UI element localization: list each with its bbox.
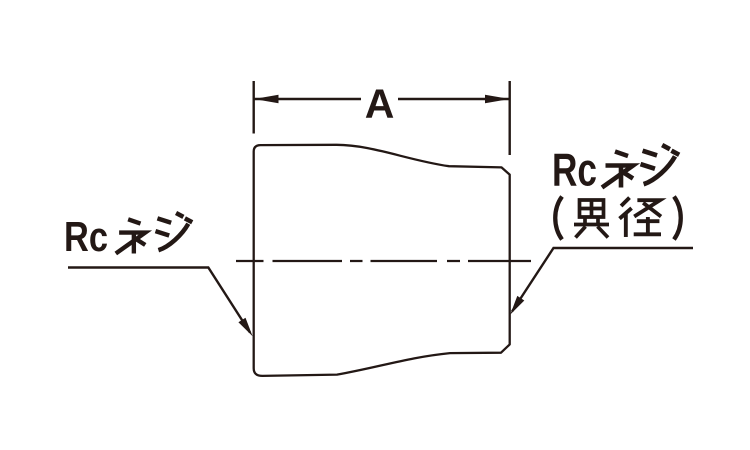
right-thread-label-line1: Rc xyxy=(552,144,679,196)
leader-line-left xyxy=(68,266,252,334)
dimension-label: A xyxy=(365,81,395,127)
left-thread-label: Rc xyxy=(64,213,192,260)
dimension-arrowhead-left xyxy=(253,94,279,104)
dimension-arrowhead-right xyxy=(485,94,510,104)
left-thread-callout: Rc xyxy=(64,213,253,337)
left-thread-label-kana xyxy=(116,213,192,254)
kana-ji xyxy=(155,213,192,250)
right-thread-label-line2 xyxy=(555,197,681,240)
right-thread-label-latin: Rc xyxy=(552,144,597,196)
leader-arrowhead-right xyxy=(510,295,525,315)
kana-ne xyxy=(602,152,633,188)
kanji-kei xyxy=(617,195,663,239)
right-thread-label-kana xyxy=(602,145,679,187)
body-outline xyxy=(252,143,511,378)
kana-ne xyxy=(116,219,145,253)
paren-close xyxy=(674,197,681,240)
left-thread-label-latin: Rc xyxy=(64,213,108,260)
dimension-group: A xyxy=(252,81,511,155)
kana-ji xyxy=(641,145,680,184)
kanji-i xyxy=(572,198,611,240)
right-thread-callout: Rc xyxy=(510,144,693,315)
paren-open xyxy=(555,197,562,240)
leader-arrowhead-left xyxy=(238,317,253,337)
leader-line-right xyxy=(510,246,693,313)
